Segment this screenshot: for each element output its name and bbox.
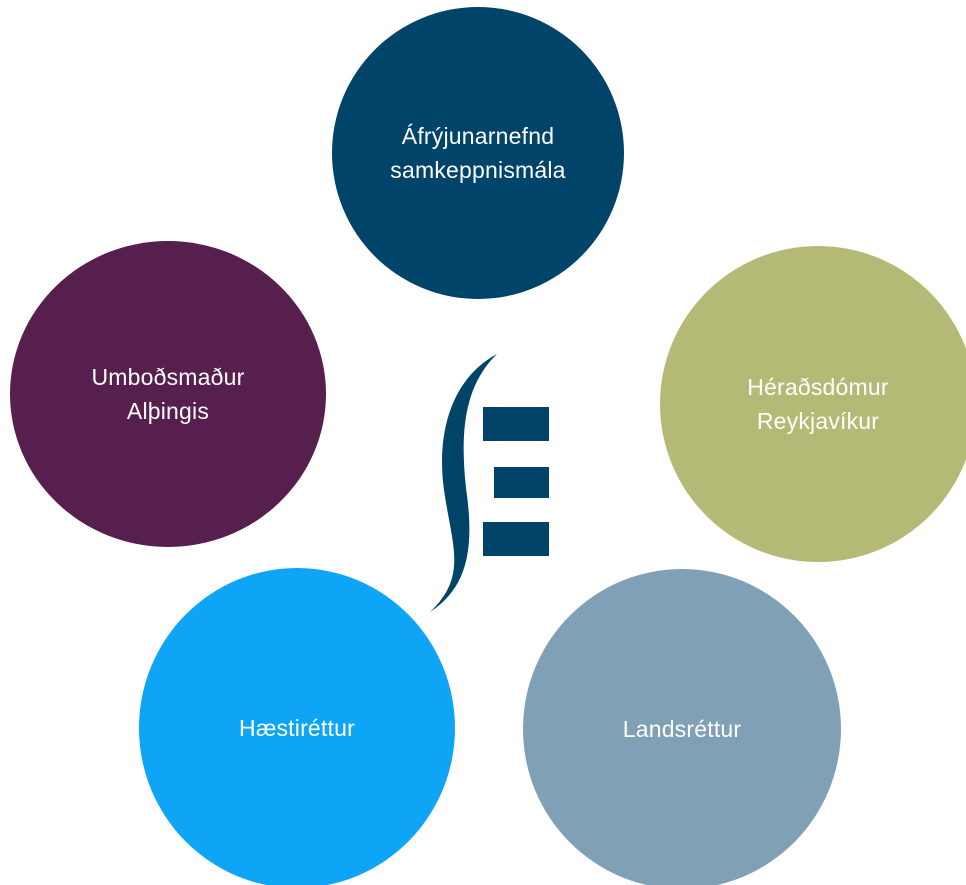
node-label: Áfrýjunarnefnd samkeppnismála <box>390 123 566 183</box>
node-haestirettur: Hæstiréttur <box>139 568 455 885</box>
node-afryjunarnefnd-samkeppnismala: Áfrýjunarnefnd samkeppnismála <box>332 7 624 299</box>
node-label: Héraðsdómur Reykjavíkur <box>747 374 889 434</box>
logo-bar-bottom <box>483 522 549 556</box>
node-label: Hæstiréttur <box>239 715 355 741</box>
node-label: Landsréttur <box>622 716 742 742</box>
logo-swoosh <box>430 354 497 612</box>
node-heradsdomur-reykjavikur: Héraðsdómur Reykjavíkur <box>660 246 966 562</box>
logo-bar-top <box>483 407 549 441</box>
logo-bar-middle <box>494 467 549 498</box>
node-label: Umboðsmaður Alþingis <box>91 364 245 424</box>
node-landsrettur: Landsréttur <box>523 569 841 885</box>
se-logo-icon <box>430 354 549 612</box>
node-umbodsmadur-althingis: Umboðsmaður Alþingis <box>10 241 326 547</box>
